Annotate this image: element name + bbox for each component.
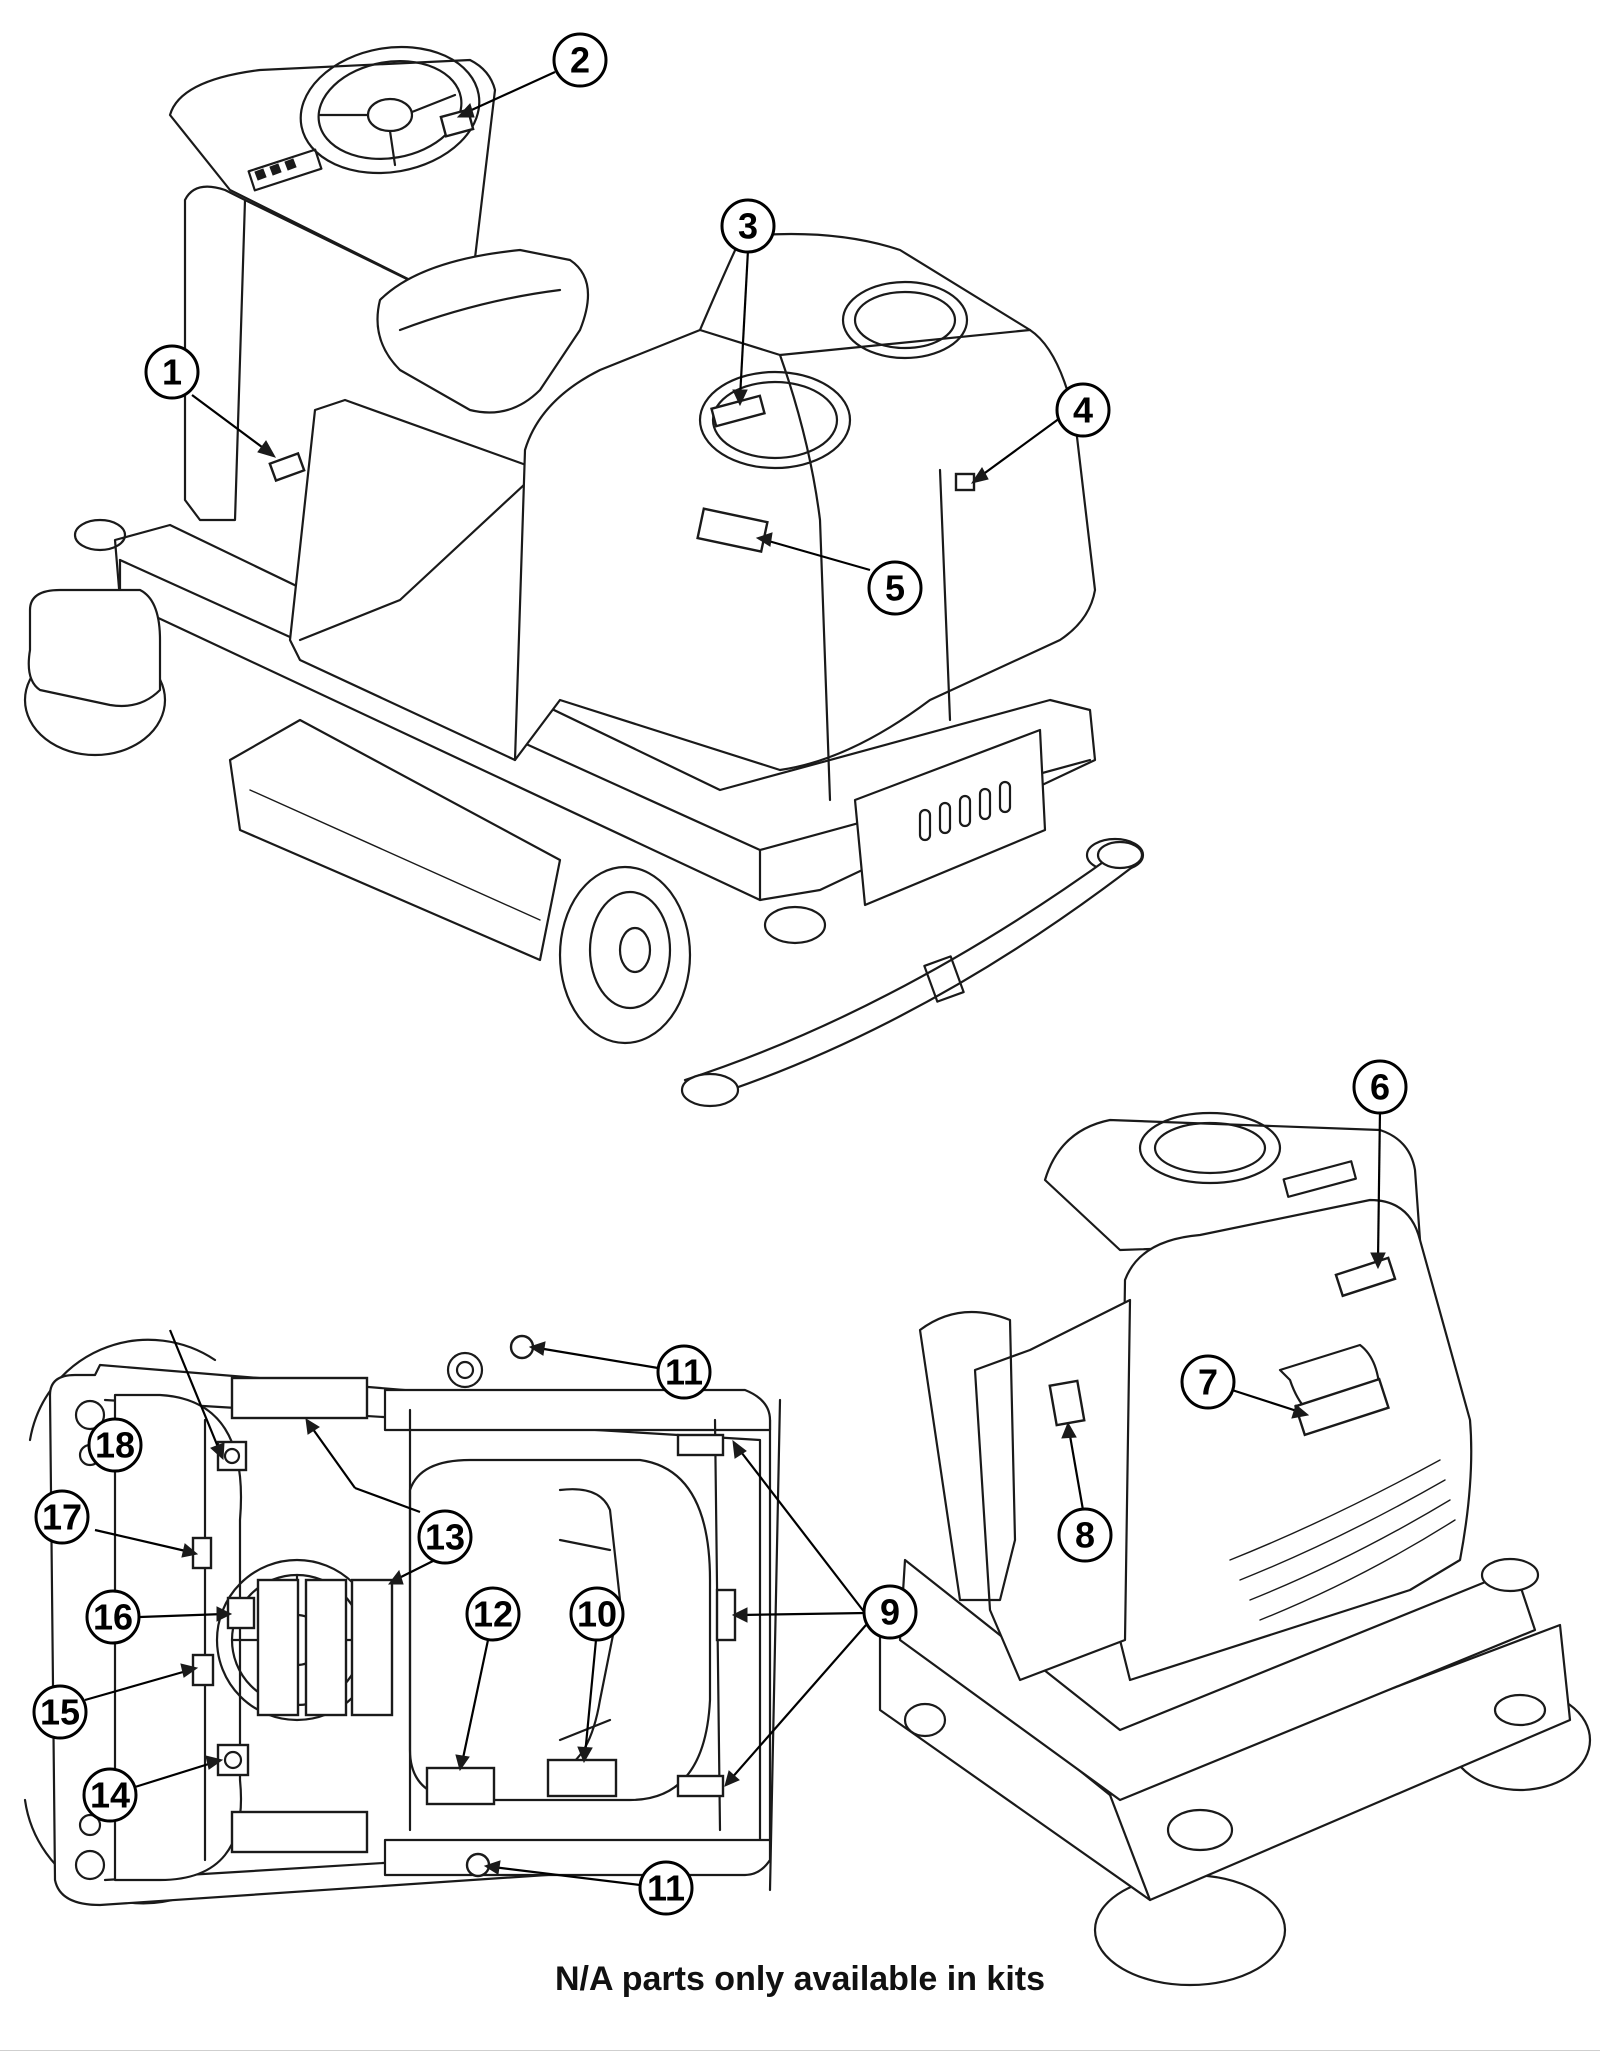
- callout-11-bottom: 11: [638, 1860, 694, 1916]
- callout-11-top: 11: [656, 1344, 712, 1400]
- svg-text:11: 11: [647, 1868, 685, 1909]
- svg-text:4: 4: [1073, 390, 1093, 431]
- callout-2: 2: [552, 32, 608, 88]
- decal-13b-box: [256, 1578, 300, 1717]
- callout-9: 9: [862, 1584, 918, 1640]
- callout-4: 4: [1055, 382, 1111, 438]
- decal-4-box: [954, 472, 976, 492]
- svg-text:8: 8: [1075, 1515, 1095, 1556]
- decal-3-box: [710, 394, 766, 428]
- decal-10-box: [546, 1758, 618, 1798]
- callout-14: 14: [82, 1767, 138, 1823]
- callout-17: 17: [34, 1489, 90, 1545]
- callout-18: 18: [87, 1417, 143, 1473]
- decal-13c-box: [304, 1578, 348, 1717]
- svg-text:9: 9: [880, 1592, 900, 1633]
- decal-7-box: [1294, 1377, 1390, 1437]
- callout-15: 15: [32, 1684, 88, 1740]
- decal-8-box: [1048, 1379, 1086, 1427]
- callout-16: 16: [85, 1589, 141, 1645]
- svg-text:12: 12: [473, 1594, 513, 1635]
- decal-12-box: [425, 1766, 496, 1806]
- machine-front-view: [23, 45, 1145, 1108]
- svg-text:15: 15: [40, 1692, 80, 1733]
- decal-6-box: [1334, 1256, 1397, 1298]
- callout-1: 1: [144, 344, 200, 400]
- svg-text:16: 16: [93, 1597, 133, 1638]
- svg-text:10: 10: [577, 1594, 617, 1635]
- svg-text:5: 5: [885, 568, 905, 609]
- leader-lines: [84, 70, 1386, 1887]
- svg-text:6: 6: [1370, 1067, 1390, 1108]
- svg-text:14: 14: [90, 1775, 130, 1816]
- svg-text:18: 18: [95, 1425, 135, 1466]
- callout-6: 6: [1352, 1059, 1408, 1115]
- callout-13: 13: [417, 1509, 473, 1565]
- decal-9a-box: [676, 1433, 725, 1457]
- svg-text:17: 17: [42, 1497, 82, 1538]
- callout-3: 3: [720, 198, 776, 254]
- machine-rear-view: [878, 1111, 1592, 1987]
- decal-15-box: [191, 1653, 215, 1687]
- bottom-divider: [0, 2050, 1600, 2051]
- decal-13d-box: [350, 1578, 394, 1717]
- machine-top-view: [23, 1334, 782, 1907]
- svg-text:7: 7: [1198, 1362, 1218, 1403]
- svg-text:3: 3: [738, 206, 758, 247]
- callout-10: 10: [569, 1586, 625, 1642]
- callout-12: 12: [465, 1586, 521, 1642]
- svg-text:1: 1: [162, 352, 182, 393]
- decal-13a-box: [230, 1376, 369, 1420]
- svg-text:13: 13: [425, 1517, 465, 1558]
- decal-13e-box: [230, 1810, 369, 1854]
- decal-16-box: [226, 1596, 256, 1630]
- svg-text:2: 2: [570, 40, 590, 81]
- callouts: 1 2 3 4 5 6 7 8 9 10 11 11 12 13 14 15 1…: [32, 32, 1408, 1916]
- decal-1-box: [268, 451, 306, 483]
- decal-9c-box: [676, 1774, 725, 1798]
- callout-7: 7: [1180, 1354, 1236, 1410]
- callout-5: 5: [867, 560, 923, 616]
- callout-8: 8: [1057, 1507, 1113, 1563]
- footer-note: N/A parts only available in kits: [554, 1960, 1045, 1998]
- svg-text:11: 11: [665, 1352, 703, 1393]
- decal-11b-marker: [465, 1852, 491, 1878]
